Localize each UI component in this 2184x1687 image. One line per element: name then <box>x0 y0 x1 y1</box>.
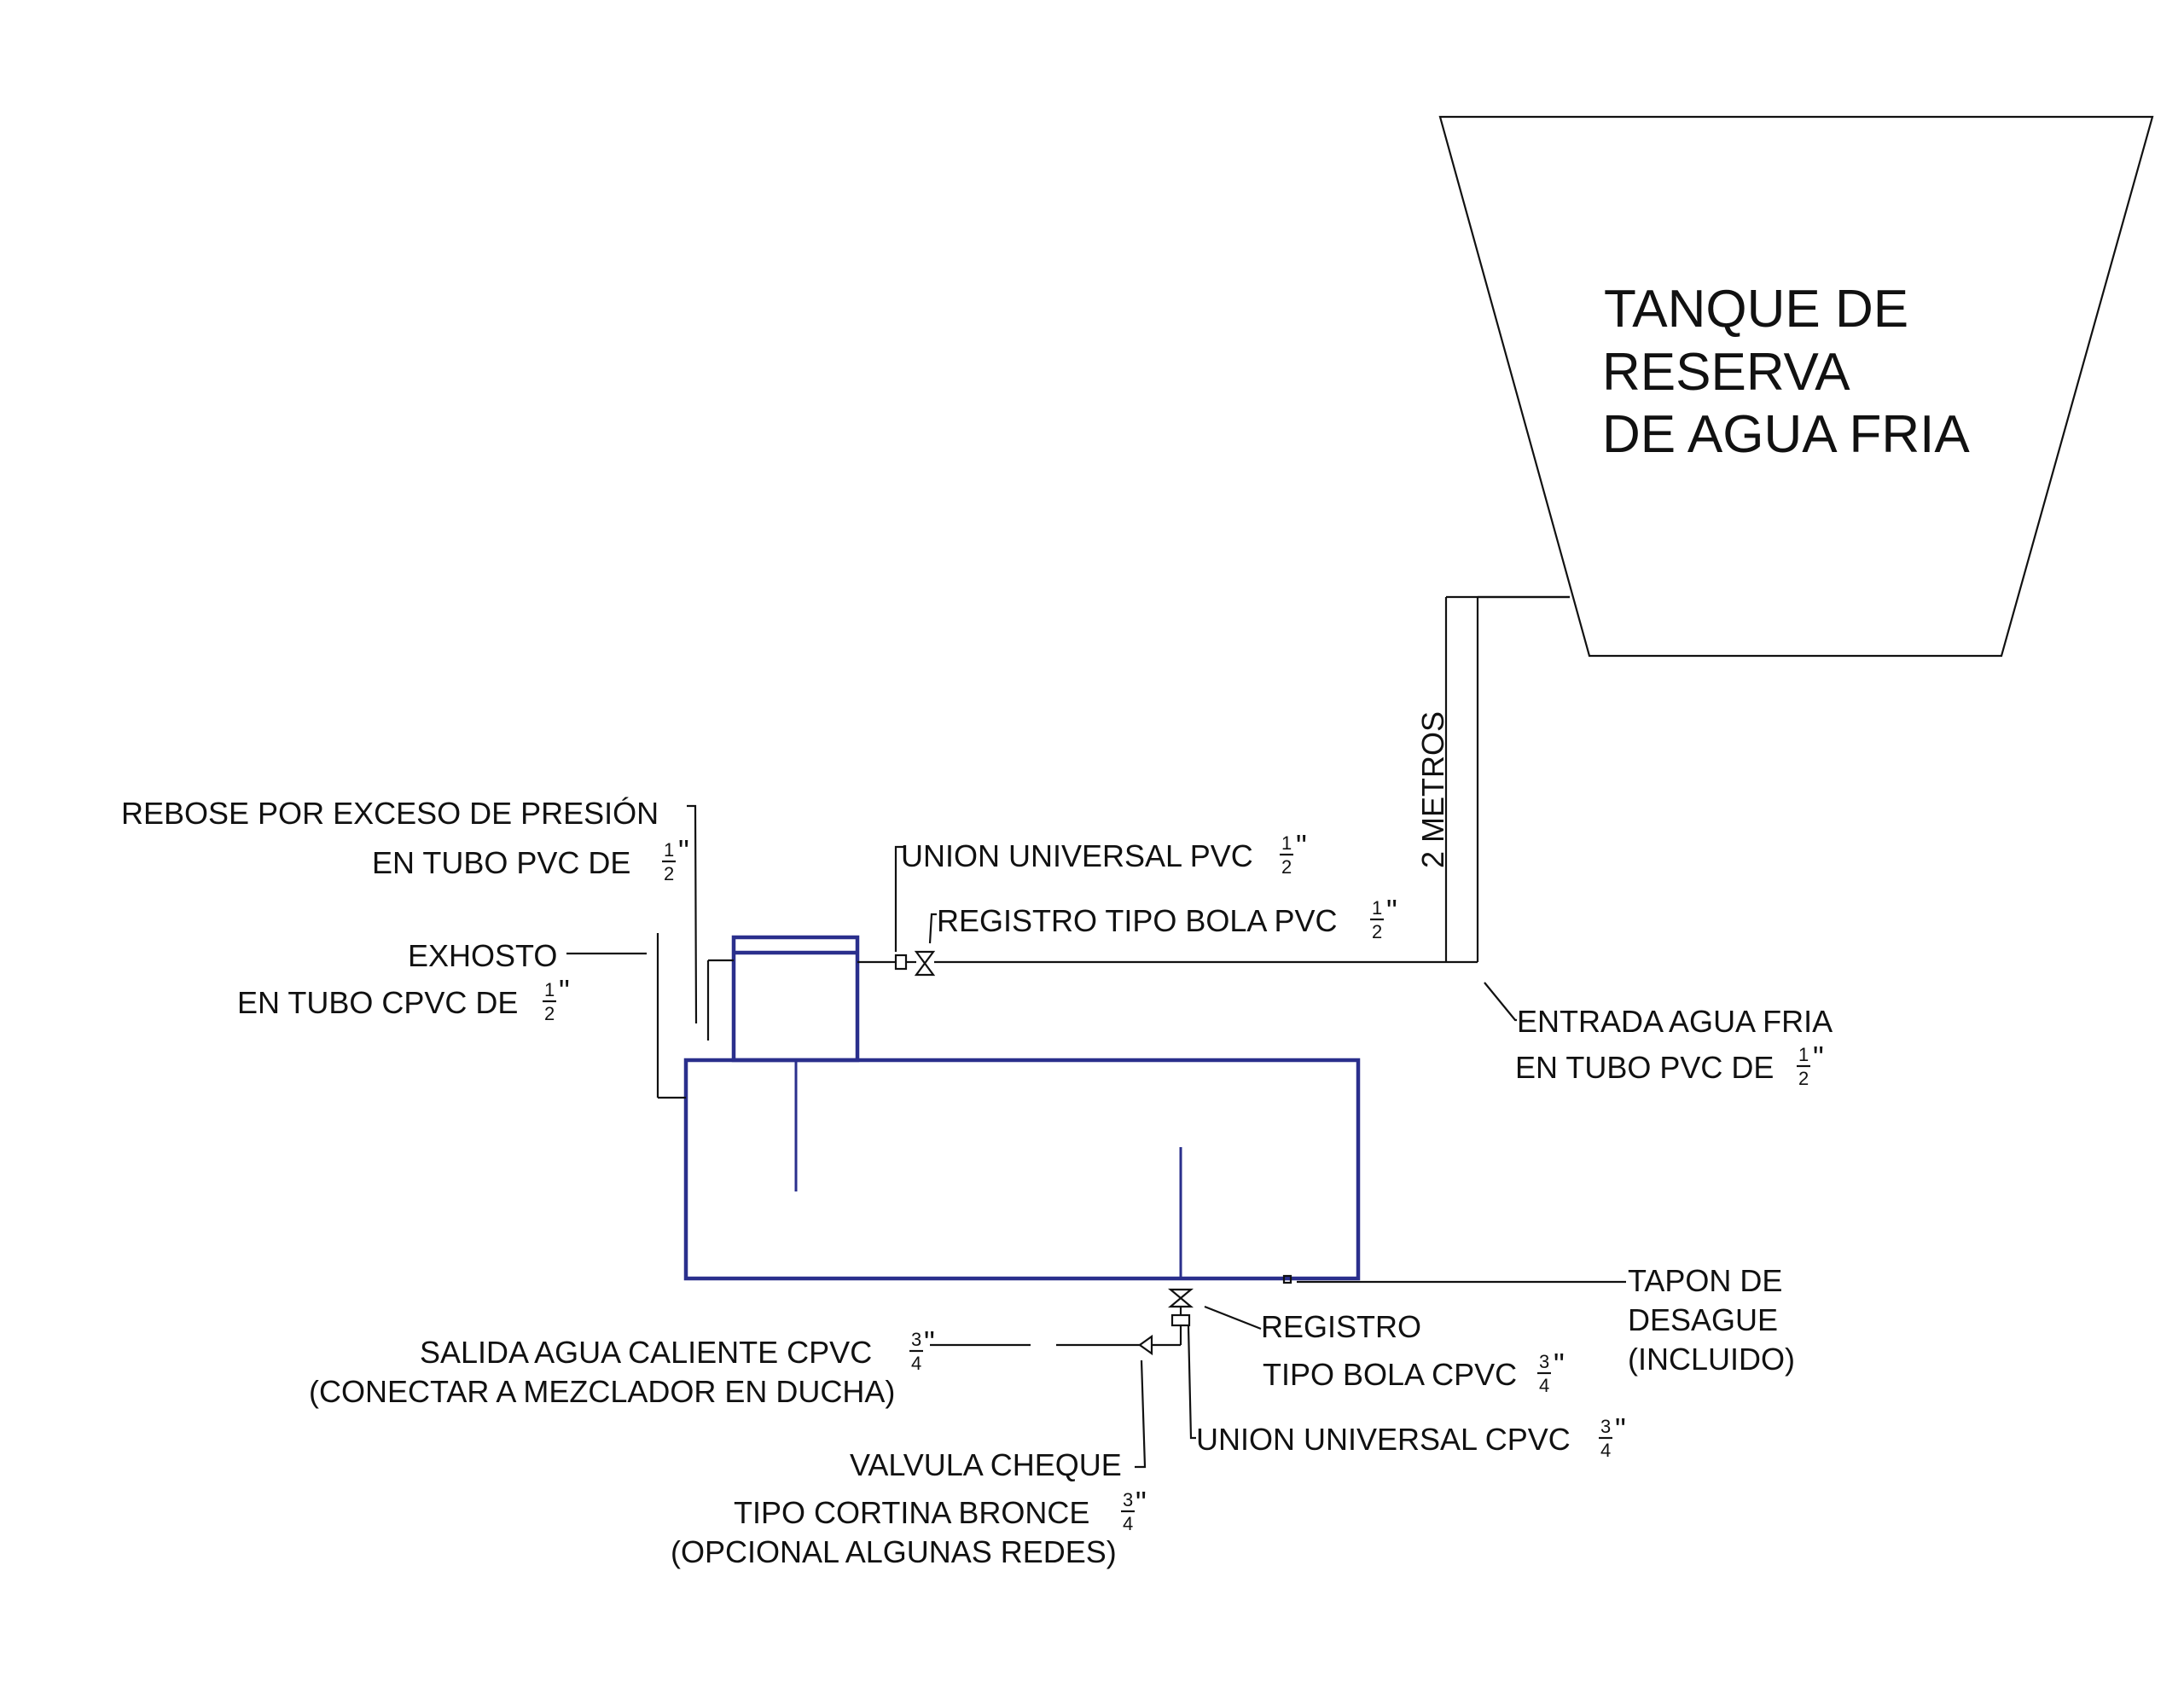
water-heater <box>656 933 1361 1284</box>
label-entrada: ENTRADA AGUA FRIA EN TUBO PVC DE 1 2 " <box>1515 1004 1833 1089</box>
label-salida-line2: (CONECTAR A MEZCLADOR EN DUCHA) <box>309 1374 895 1409</box>
label-exhosto-line1: EXHOSTO <box>408 938 557 973</box>
reserve-tank-title-line3: DE AGUA FRIA <box>1602 405 1970 464</box>
frac-num: 1 <box>1372 897 1382 919</box>
inch-mark: " <box>559 973 570 1008</box>
frac-num: 1 <box>544 979 555 1000</box>
label-tapon: TAPON DE DESAGUE (INCLUIDO) <box>1628 1263 1795 1377</box>
hot-water-outlet <box>930 1288 1194 1356</box>
inch-mark: " <box>924 1325 935 1359</box>
label-registro-cpvc-line2: TIPO BOLA CPVC <box>1263 1357 1517 1392</box>
inch-mark: " <box>1813 1040 1824 1075</box>
cold-water-supply-pipe: 2 METROS <box>934 595 1570 964</box>
label-salida-line1: SALIDA AGUA CALIENTE CPVC <box>420 1335 872 1370</box>
label-registro-pvc-text: REGISTRO TIPO BOLA PVC <box>937 903 1337 938</box>
frac-den: 2 <box>664 863 674 884</box>
label-valvula-line3: (OPCIONAL ALGUNAS REDES) <box>671 1534 1117 1569</box>
union-universal-cpvc-icon <box>1170 1313 1191 1327</box>
inch-mark: " <box>1136 1485 1147 1520</box>
reserve-tank-outline <box>1438 115 2154 658</box>
frac-den: 4 <box>1123 1513 1133 1534</box>
frac-den: 4 <box>1600 1440 1611 1461</box>
frac-den: 2 <box>1281 856 1292 878</box>
label-rebose-line1: REBOSE POR EXCESO DE PRESIÓN <box>121 796 659 831</box>
frac-den: 2 <box>544 1003 555 1024</box>
frac-den: 2 <box>1798 1068 1809 1089</box>
label-valvula: VALVULA CHEQUE TIPO CORTINA BRONCE 3 4 "… <box>671 1447 1147 1569</box>
label-exhosto-line2: EN TUBO CPVC DE <box>237 985 518 1020</box>
tapon-desague-icon <box>1282 1274 1292 1284</box>
label-salida: SALIDA AGUA CALIENTE CPVC 3 4 " (CONECTA… <box>309 1325 935 1409</box>
label-registro-pvc: REGISTRO TIPO BOLA PVC 1 2 " <box>937 893 1397 942</box>
height-label: 2 METROS <box>1415 711 1450 868</box>
frac-num: 3 <box>1123 1489 1133 1510</box>
label-valvula-line1: VALVULA CHEQUE <box>850 1447 1122 1482</box>
label-valvula-line2: TIPO CORTINA BRONCE <box>734 1495 1089 1530</box>
frac-num: 3 <box>1539 1351 1549 1372</box>
registro-bola-cpvc-valve-icon <box>1167 1288 1194 1308</box>
frac-num: 3 <box>911 1329 921 1350</box>
label-exhosto: EXHOSTO EN TUBO CPVC DE 1 2 " <box>237 938 570 1024</box>
frac-num: 1 <box>1798 1044 1809 1065</box>
frac-num: 1 <box>664 839 674 861</box>
frac-den: 2 <box>1372 921 1382 942</box>
inch-mark: " <box>1615 1412 1626 1446</box>
reserve-tank-title-line2: RESERVA <box>1602 343 1850 402</box>
heater-top-box <box>731 935 860 1063</box>
leader-lines <box>566 804 1626 1469</box>
frac-den: 4 <box>1539 1375 1549 1396</box>
label-rebose-line2: EN TUBO PVC DE <box>372 845 630 880</box>
label-rebose: REBOSE POR EXCESO DE PRESIÓN EN TUBO PVC… <box>121 796 689 884</box>
inch-mark: " <box>678 833 689 868</box>
label-union-cpvc-text: UNION UNIVERSAL CPVC <box>1196 1422 1571 1457</box>
frac-num: 3 <box>1600 1416 1611 1437</box>
frac-den: 4 <box>911 1353 921 1374</box>
reserve-tank-title-line1: TANQUE DE <box>1604 280 1908 339</box>
label-tapon-line1: TAPON DE <box>1628 1263 1782 1298</box>
label-union-pvc-text: UNION UNIVERSAL PVC <box>901 838 1253 873</box>
inch-mark: " <box>1296 828 1307 863</box>
union-universal-pvc-icon <box>891 954 916 971</box>
label-tapon-line3: (INCLUIDO) <box>1628 1342 1795 1377</box>
registro-bola-pvc-valve-icon <box>914 950 936 977</box>
label-tapon-line2: DESAGUE <box>1628 1302 1778 1337</box>
label-entrada-line1: ENTRADA AGUA FRIA <box>1517 1004 1833 1039</box>
inch-mark: " <box>1554 1347 1565 1382</box>
inch-mark: " <box>1386 893 1397 928</box>
label-registro-cpvc-line1: REGISTRO <box>1261 1309 1421 1344</box>
heater-body <box>683 1058 1361 1281</box>
reserve-tank: TANQUE DE RESERVA DE AGUA FRIA <box>1438 115 2154 658</box>
label-entrada-line2: EN TUBO PVC DE <box>1515 1050 1774 1085</box>
label-union-pvc: UNION UNIVERSAL PVC 1 2 " <box>901 828 1307 878</box>
valvula-cheque-icon <box>1138 1334 1153 1356</box>
frac-num: 1 <box>1281 832 1292 854</box>
label-registro-cpvc: REGISTRO TIPO BOLA CPVC 3 4 " <box>1261 1309 1565 1396</box>
label-union-cpvc: UNION UNIVERSAL CPVC 3 4 " <box>1196 1412 1626 1461</box>
